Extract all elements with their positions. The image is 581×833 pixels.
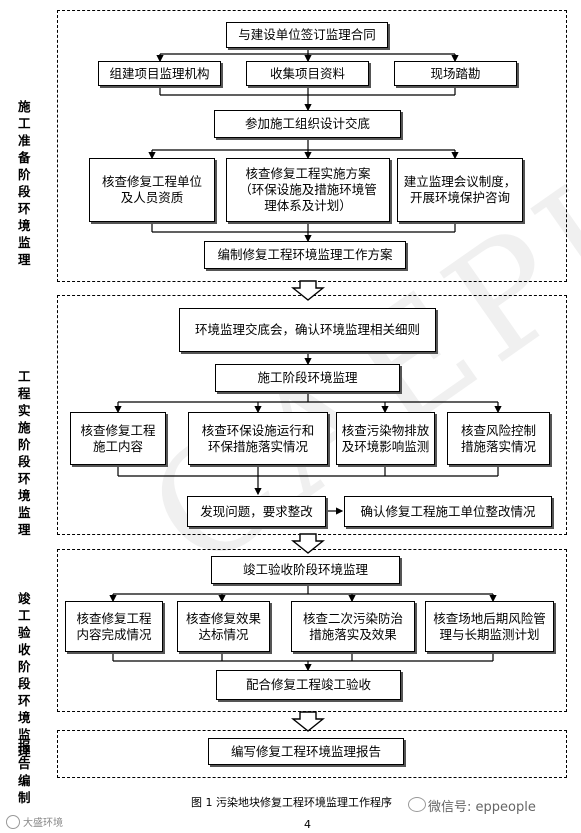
page-number: 4 bbox=[304, 818, 311, 831]
box-construction-stage: 施工阶段环境监理 bbox=[215, 364, 400, 392]
box-cooperate-acceptance: 配合修复工程竣工验收 bbox=[216, 670, 401, 700]
box-check-construction-content: 核查修复工程 施工内容 bbox=[70, 412, 166, 465]
box-check-remediation-effect: 核查修复效果 达标情况 bbox=[177, 601, 270, 652]
box-check-risk-control: 核查风险控制 措施落实情况 bbox=[447, 412, 550, 465]
logo-icon bbox=[6, 814, 20, 829]
box-check-secondary-pollution: 核查二次污染防治 措施落实及效果 bbox=[291, 601, 415, 652]
wechat-id: 微信号: eppeople bbox=[428, 800, 536, 815]
logo-text: 大盛环境 bbox=[23, 818, 63, 829]
box-supervision-briefing: 环境监理交底会，确认环境监理相关细则 bbox=[179, 308, 436, 352]
box-confirm-rectification: 确认修复工程施工单位整改情况 bbox=[344, 496, 552, 527]
phase-label-impl: 工程实施阶段环境监理 bbox=[18, 369, 31, 537]
box-compile-work-plan: 编制修复工程环境监理工作方案 bbox=[204, 241, 406, 269]
box-acceptance-stage: 竣工验收阶段环境监理 bbox=[211, 556, 400, 584]
box-check-late-risk: 核查场地后期风险管 理与长期监测计划 bbox=[425, 601, 554, 652]
box-find-problem: 发现问题，要求整改 bbox=[187, 496, 326, 527]
box-build-org: 组建项目监理机构 bbox=[98, 61, 221, 86]
phase-label-accept: 竣工验收阶段环境监理 bbox=[18, 591, 31, 759]
logo: 大盛环境 bbox=[6, 814, 63, 829]
box-design-briefing: 参加施工组织设计交底 bbox=[214, 110, 401, 138]
box-site-survey: 现场踏勘 bbox=[394, 61, 517, 86]
box-meeting-system: 建立监理会议制度， 开展环境保护咨询 bbox=[397, 158, 523, 222]
phase-label-prep: 施工准备阶段环境监理 bbox=[18, 99, 31, 267]
box-check-pollutant-discharge: 核查污染物排放 及环境影响监测 bbox=[336, 412, 435, 465]
box-check-implementation-plan: 核查修复工程实施方案 （环保设施及措施环境管 理体系及计划） bbox=[226, 158, 390, 222]
phase-label-report: 报告编制 bbox=[18, 739, 31, 805]
box-collect-data: 收集项目资料 bbox=[246, 61, 369, 86]
wechat-icon bbox=[408, 797, 426, 812]
box-check-env-facility: 核查环保设施运行和 环保措施落实情况 bbox=[188, 412, 328, 465]
box-check-unit-qualification: 核查修复工程单位 及人员资质 bbox=[89, 158, 215, 222]
box-sign-contract: 与建设单位签订监理合同 bbox=[226, 22, 388, 48]
figure-caption: 图 1 污染地块修复工程环境监理工作程序 bbox=[191, 796, 392, 809]
box-check-content-completion: 核查修复工程 内容完成情况 bbox=[65, 601, 163, 652]
box-write-report: 编写修复工程环境监理报告 bbox=[208, 738, 404, 765]
